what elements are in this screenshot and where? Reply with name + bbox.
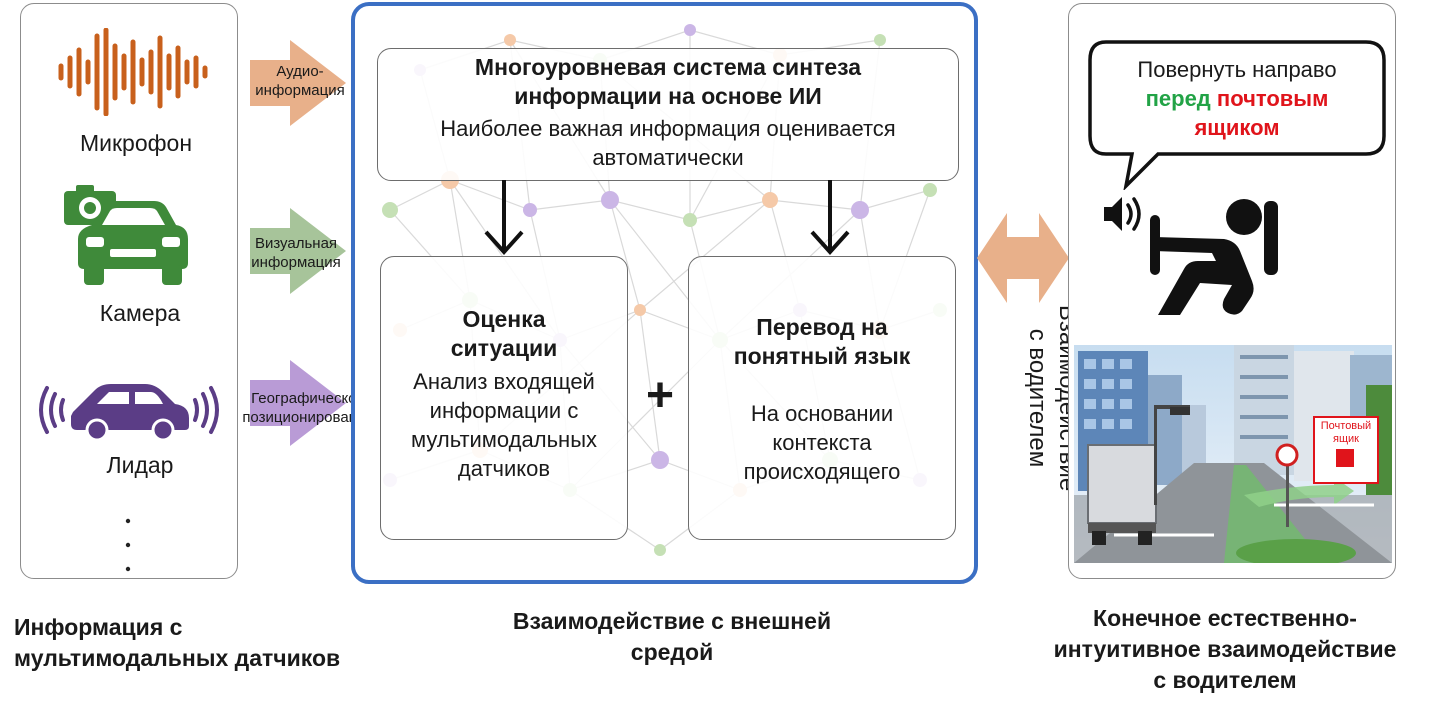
speech-bubble <box>1088 40 1386 190</box>
plus-sign: + <box>645 369 675 422</box>
sound-wave-icon <box>58 28 208 116</box>
bidirectional-arrow <box>977 213 1069 303</box>
lidar-car-icon <box>39 384 219 442</box>
down-arrow-left <box>484 180 524 255</box>
street-scene-image <box>1074 345 1392 563</box>
speech-bubble-text: Повернуть направо перед почтовым ящиком <box>1137 57 1337 140</box>
more-sensors-dots <box>125 518 131 572</box>
driver-caption: Конечное естественно-интуитивное взаимод… <box>1053 605 1397 693</box>
driver-icon <box>1150 199 1278 315</box>
geo-arrow <box>250 360 346 446</box>
camera-car-icon <box>64 185 188 285</box>
audio-arrow <box>250 40 346 126</box>
camera-label: Камера <box>99 300 181 326</box>
speaker-icon <box>1104 197 1141 231</box>
visual-arrow <box>250 208 346 294</box>
lidar-label: Лидар <box>106 452 174 478</box>
audio-arrow-label: Аудио-информация <box>255 63 345 99</box>
down-arrow-right <box>810 180 850 255</box>
microphone-label: Микрофон <box>79 130 193 156</box>
sensor-panel <box>20 3 238 579</box>
